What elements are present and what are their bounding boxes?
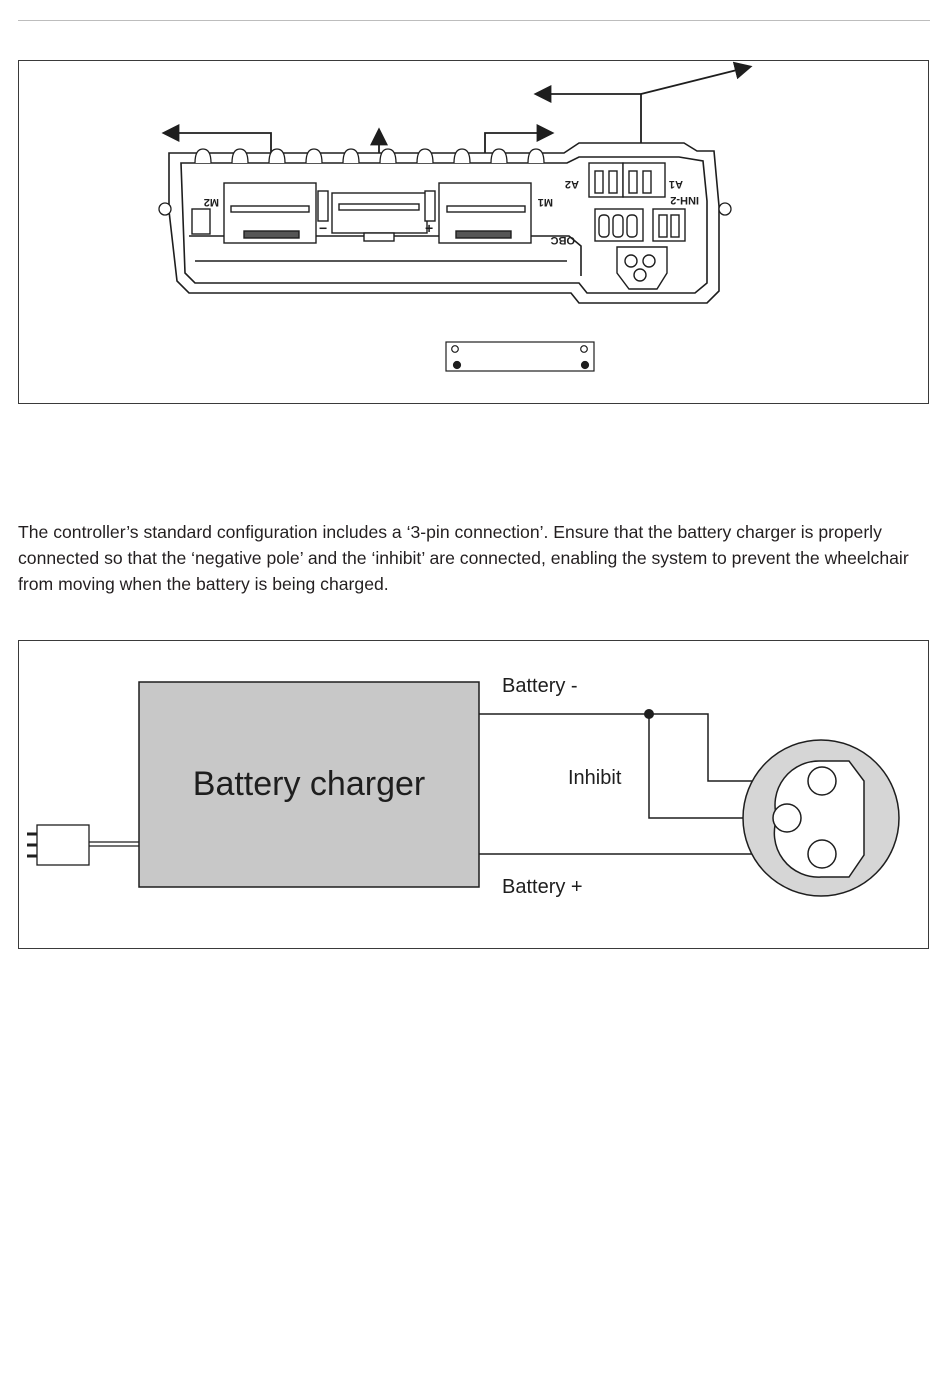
label-inh2: INH-2 [670,194,699,206]
power-connectors [191,182,532,244]
housing-fins [194,148,545,164]
instructions-paragraph: The controller’s standard configuration … [18,522,909,594]
label-obc: OBC [551,234,576,246]
header-rule [18,20,930,21]
battery-charger-box [138,681,480,888]
battery-charger-label: Battery charger [193,765,425,803]
label-plus: + [425,220,433,236]
controller-connector-figure: M2 M1 A2 A1 INH-2 OBC − + [18,60,929,404]
signal-connectors [588,162,686,290]
label-a2: A2 [565,178,579,190]
battery-minus-label: Battery - [502,675,578,697]
label-m1: M1 [538,196,553,208]
junction-dot [644,709,654,719]
label-a1: A1 [669,178,683,190]
charger-wiring-figure: Battery charger Battery - Inhibit Batter… [18,640,929,949]
inhibit-label: Inhibit [568,767,622,789]
controller-diagram: M2 M1 A2 A1 INH-2 OBC − + [158,61,753,372]
label-m2: M2 [204,196,219,208]
battery-plus-label: Battery + [502,876,583,898]
mains-plug [27,824,139,866]
three-pin-socket [742,739,900,897]
label-minus: − [319,220,327,236]
legend-box [445,341,595,372]
wiring-diagram: Battery charger Battery - Inhibit Batter… [27,675,900,898]
